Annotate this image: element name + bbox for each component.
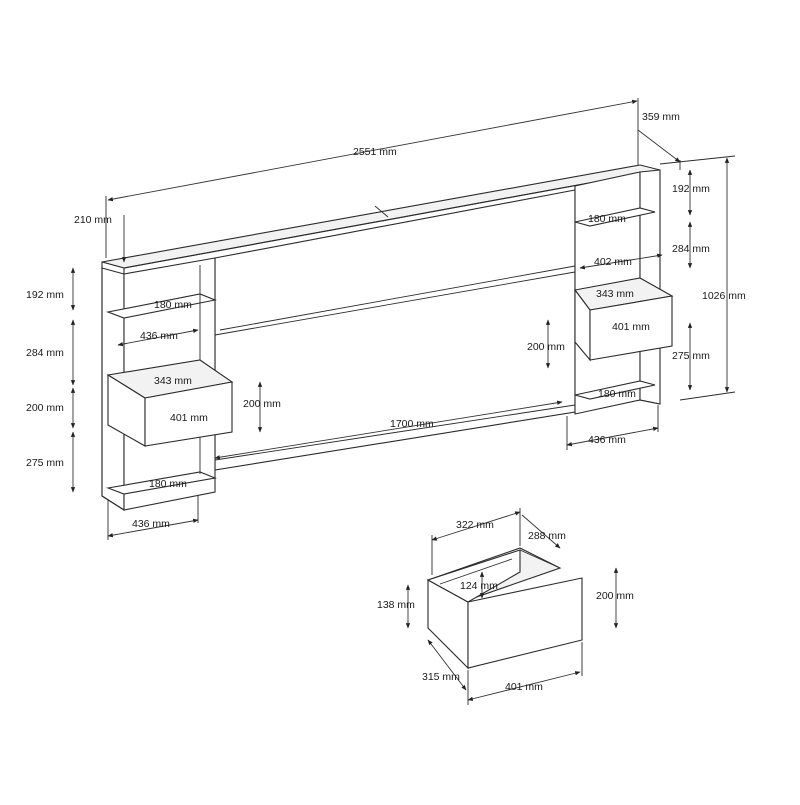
dimension-labels: 2551 mm 359 mm 210 mm 1026 mm 1700 mm 19… [26,111,746,693]
right-drawer-width-label: 401 mm [612,321,650,333]
right-drawer [574,277,674,362]
drawer-back-panel [426,549,521,603]
dimension-lines [70,98,736,705]
drawer-front-panel [467,577,583,669]
left-bottom-shelf-depth-label: 180 mm [149,478,187,490]
drawer-depth-label: 288 mm [528,530,566,542]
drawer-detail-drawing [426,547,583,670]
drawer-front-width-label: 401 mm [505,681,543,693]
drawer-front-height-label: 200 mm [596,590,634,602]
drawer-inner-width-label: 322 mm [456,519,494,531]
dimension-arrow-icon [107,99,638,202]
drawer-side-height-label: 138 mm [377,599,415,611]
left-unit-width-label: 436 mm [132,518,170,530]
right-drawer-depth-label: 343 mm [596,288,634,300]
right-bottom-height-label: 275 mm [672,350,710,362]
total-height-label: 1026 mm [702,290,746,302]
right-drawer-front-height-label: 200 mm [527,341,565,353]
right-bottom-shelf-depth-label: 180 mm [598,388,636,400]
left-bottom-height-label: 275 mm [26,457,64,469]
left-upper-shelf-depth-label: 180 mm [154,299,192,311]
left-drawer [106,359,234,447]
left-drawer-height-label: 200 mm [26,402,64,414]
left-compartment-height-label: 284 mm [26,347,64,359]
right-unit-width-label: 436 mm [588,434,626,446]
right-compartment-height-label: 284 mm [672,243,710,255]
left-drawer-front-height-label: 200 mm [243,398,281,410]
headboard-drawing [101,164,674,512]
center-panel-width-label: 1700 mm [390,418,434,430]
left-drawer-depth-label: 343 mm [154,375,192,387]
drawer-inner-height-label: 124 mm [460,580,498,592]
top-shelf-label: 210 mm [74,214,112,226]
right-upper-shelf-depth-label: 180 mm [588,213,626,225]
depth-label: 359 mm [642,111,680,123]
right-drawer-top-width-label: 402 mm [594,256,632,268]
left-drawer-width-label: 401 mm [170,412,208,424]
total-width-label: 2551 mm [353,146,397,158]
left-shelf-width-label: 436 mm [140,330,178,342]
left-shelf-height-label: 192 mm [26,289,64,301]
drawer-side-depth-label: 315 mm [422,671,460,683]
right-shelf-height-label: 192 mm [672,183,710,195]
